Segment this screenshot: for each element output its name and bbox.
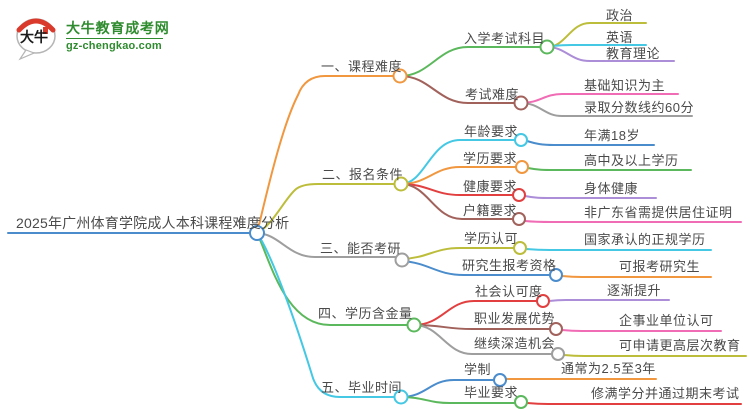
leaf-education-theory: 教育理论: [606, 46, 661, 61]
junction-age-requirement: [514, 133, 528, 147]
branch-postgraduate-eligibility: 三、能否考研: [320, 241, 402, 256]
edge-branch-course-difficulty: [256, 75, 395, 234]
junction-further-study: [551, 347, 565, 361]
edge-age-18: [526, 140, 655, 146]
leaf-credits-exams: 修满学分并通过期末考试: [591, 386, 740, 401]
edge-branch-graduation-time: [256, 232, 396, 398]
leaf-can-apply-pg: 可报考研究生: [619, 259, 701, 274]
edge-entrance-subjects: [399, 46, 542, 77]
logo-url: gz-chengkao.com: [66, 39, 162, 52]
node-graduation-requirement: 毕业要求: [464, 385, 519, 400]
node-social-recognition: 社会认可度: [475, 284, 543, 299]
junction-health-requirement: [512, 188, 526, 202]
junction-graduation-time: [393, 389, 409, 405]
junction-exam-difficulty: [513, 95, 529, 111]
junction-root: [249, 225, 265, 241]
leaf-gradually-improving: 逐渐提升: [607, 283, 662, 298]
leaf-politics: 政治: [606, 8, 634, 23]
edge-state-recognized: [525, 248, 712, 251]
node-residence-requirement: 户籍要求: [463, 203, 518, 218]
leaf-basic-knowledge: 基础知识为主: [584, 78, 666, 93]
node-education-requirement: 学历要求: [463, 151, 518, 166]
junction-registration: [393, 176, 409, 192]
edge-exam-difficulty: [399, 75, 516, 104]
node-health-requirement: 健康要求: [463, 179, 518, 194]
edge-degree-recognition: [401, 247, 515, 260]
junction-career-advantage: [549, 322, 563, 336]
node-study-duration: 学制: [464, 362, 492, 377]
node-exam-difficulty: 考试难度: [465, 87, 520, 102]
node-entrance-exam-subjects: 入学考试科目: [464, 31, 546, 46]
junction-graduation-requirement: [514, 395, 528, 409]
edge-branch-registration: [256, 183, 396, 234]
logo-badge-text: 大牛: [20, 29, 48, 45]
junction-residence-requirement: [512, 212, 526, 226]
node-pg-application-qualification: 研究生报考资格: [462, 258, 557, 273]
leaf-duration-years: 通常为2.5至3年: [561, 361, 656, 376]
logo-bubble-graphic: 大牛: [16, 18, 56, 61]
junction-postgraduate: [394, 252, 410, 268]
edge-pg-qualification: [401, 260, 551, 276]
node-degree-recognition: 学历认可: [464, 231, 519, 246]
edge-credits-exams: [526, 402, 742, 405]
edge-social-recognition: [413, 300, 538, 326]
leaf-residence-proof: 非广东省需提供居住证明: [584, 205, 733, 220]
edge-further-study: [413, 324, 553, 355]
junction-degree-value: [406, 317, 422, 333]
junction-course-difficulty: [392, 68, 408, 84]
junction-pg-qualification: [549, 268, 563, 282]
junction-education-requirement: [515, 160, 529, 174]
root-topic: 2025年广州体育学院成人本科课程难度分析: [16, 215, 290, 231]
leaf-english: 英语: [606, 30, 634, 45]
edge-healthy-body: [524, 195, 657, 199]
edge-education-requirement: [400, 166, 517, 185]
leaf-healthy-body: 身体健康: [584, 181, 639, 196]
logo-divider: [66, 37, 163, 39]
leaf-higher-education: 可申请更高层次教育: [619, 338, 741, 353]
branch-course-difficulty: 一、课程难度: [321, 59, 403, 74]
leaf-admission-score: 录取分数线约60分: [584, 100, 694, 115]
edge-higher-education: [563, 354, 747, 357]
branch-graduation-time: 五、毕业时间: [321, 380, 403, 395]
edge-residence-proof: [524, 220, 742, 223]
leaf-highschool-above: 高中及以上学历: [584, 153, 679, 168]
edge-residence-requirement: [400, 183, 514, 220]
leaf-state-recognized: 国家承认的正规学历: [584, 232, 706, 247]
leaf-age-18: 年满18岁: [584, 128, 640, 143]
logo-speech-bubble-icon: 大牛: [13, 11, 59, 61]
branch-registration-requirements: 二、报名条件: [322, 167, 404, 182]
edge-highschool-above: [527, 167, 692, 171]
node-career-advantage: 职业发展优势: [474, 311, 556, 326]
junction-social-recognition: [536, 294, 550, 308]
edge-age-requirement: [400, 139, 516, 185]
edge-enterprise-recognition: [561, 329, 722, 332]
site-logo[interactable]: 大牛 大牛教育成考网 gz-chengkao.com: [13, 11, 170, 61]
logo-title: 大牛教育成考网: [66, 19, 170, 36]
edge-can-apply-pg: [561, 275, 712, 278]
junction-study-duration: [493, 373, 507, 387]
junction-entrance-subjects: [539, 39, 555, 55]
branch-degree-value: 四、学历含金量: [318, 306, 413, 321]
junction-degree-recognition: [513, 241, 527, 255]
node-age-requirement: 年龄要求: [464, 124, 519, 139]
edge-gradually-improving: [548, 299, 670, 302]
leaf-enterprise-recognition: 企事业单位认可: [619, 313, 714, 328]
node-further-study: 继续深造机会: [474, 336, 556, 351]
